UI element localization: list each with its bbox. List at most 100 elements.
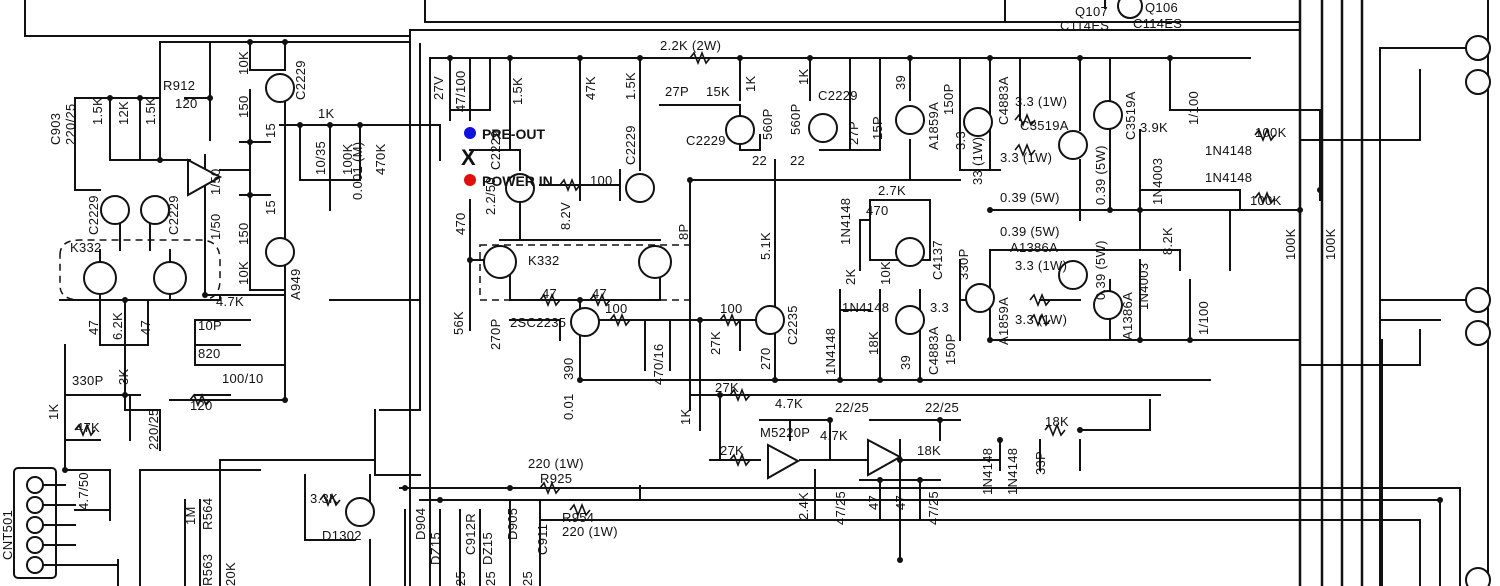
label-r-33-1w-e: 3.3 (1W) — [1015, 312, 1067, 327]
label-c-150: 1/50 — [208, 168, 223, 195]
label-r-1k-a: 1K — [318, 106, 335, 121]
power-in-dot — [464, 174, 476, 186]
label-c-330p: 330P — [72, 373, 104, 388]
label-r-18k-a: 18K — [866, 331, 881, 355]
label-r-33-1w-d: 3.3 (1W) — [1015, 258, 1067, 273]
label-c-001: 0.01 — [561, 393, 576, 420]
label-r-33-1w-b: 3.3 (1W) — [1000, 150, 1052, 165]
label-c-560p-b: 560P — [788, 103, 803, 135]
label-r-100k-a: 100K — [340, 143, 355, 175]
label-r-47k-a: 4.7K — [216, 294, 244, 309]
label-q-c4883a-b: C4883A — [926, 326, 941, 375]
label-r-47k-d: 4.7K — [775, 396, 803, 411]
label-r-15k-a: 1.5K — [90, 97, 105, 125]
label-r912-val: 120 — [175, 96, 198, 111]
label-r-470-b: 470 — [866, 203, 889, 218]
label-r-100k-c: 100K — [1250, 193, 1282, 208]
pre-out-dot — [464, 127, 476, 139]
label-r-15k-c: 1.5K — [510, 77, 525, 105]
label-c-330p-b: 330P — [956, 248, 971, 280]
label-r-56k: 56K — [451, 311, 466, 335]
label-d-1n4148-c: 1N4148 — [838, 198, 853, 245]
label-r564: R564 — [200, 498, 215, 530]
label-c-470-16: 470/16 — [651, 343, 666, 385]
label-r-100: 100 — [590, 173, 613, 188]
output-terminals — [1465, 35, 1491, 586]
label-r-47k-c: 47K — [583, 76, 598, 100]
label-r-100-b: 100 — [605, 301, 628, 316]
label-r-62k: 6.2K — [110, 312, 125, 340]
label-q-a1386a-a: A1386A — [1010, 240, 1058, 255]
label-r954-val: 220 (1W) — [562, 524, 618, 539]
label-r-51k: 5.1K — [758, 232, 773, 260]
label-r-15-a: 15 — [263, 123, 278, 138]
label-r-47k-b: 47K — [76, 420, 100, 435]
labels-top: Q107 C114ES Q106 C114ES — [1060, 0, 1182, 33]
label-r-15-b: 15 — [263, 200, 278, 215]
label-c-47-a: 47 — [866, 495, 881, 510]
label-r-27k-a: 2.7K — [878, 183, 906, 198]
power-in-label: POWER IN — [482, 173, 553, 189]
label-c-47-b: 47 — [893, 495, 908, 510]
label-r-18k-b: 18K — [917, 443, 941, 458]
label-c-15p: 15P — [870, 116, 885, 140]
label-r-39: 39 — [893, 75, 908, 90]
label-q-c2229-f: C2229 — [488, 130, 503, 170]
label-r-120: 120 — [190, 398, 213, 413]
label-r-33-b: 3.3 — [930, 300, 949, 315]
label-q-c2229-c: C2229 — [166, 195, 181, 235]
label-c-560p-a: 560P — [760, 108, 775, 140]
label-r-470: 470 — [453, 212, 468, 235]
label-z-82v: 8.2V — [558, 202, 573, 230]
label-c-22-25-b: 22/25 — [925, 400, 959, 415]
label-r-12k: 12K — [116, 101, 131, 125]
label-r-33-1w-c: 33 (1W) — [970, 137, 985, 185]
label-r-150-a: 150 — [236, 95, 251, 118]
label-r954: R954 — [562, 510, 594, 525]
label-r-1k-b: 1K — [46, 403, 61, 420]
fet-pair-outline-left — [59, 239, 221, 301]
label-q-c2229-g: C2229 — [623, 125, 638, 165]
label-r-039-5w-c: 0.39 (5W) — [1000, 224, 1060, 239]
label-q-a1859a-b: A1859A — [996, 297, 1011, 345]
label-c-27p-b: 27P — [846, 121, 861, 145]
label-r-270: 270 — [758, 347, 773, 370]
label-q-2sc2235: 2SC2235 — [510, 315, 566, 330]
label-r-2k: 2K — [843, 268, 858, 285]
label-r-27k-b: 27K — [708, 331, 723, 355]
label-r-100-c: 100 — [720, 301, 743, 316]
label-q-k332-a: K332 — [70, 240, 102, 255]
label-r-25b: 25 — [483, 571, 498, 586]
labels-left: C903 220/25 1.5K 12K 1.5K R912 120 10K 1… — [0, 51, 388, 560]
label-d-1n4148-a: 1N4148 — [1205, 143, 1252, 158]
label-c114es-b: C114ES — [1133, 16, 1182, 31]
label-q107: Q107 — [1075, 4, 1108, 19]
label-c-27v: 27V — [431, 76, 446, 100]
label-c-47-50: 4.7/50 — [76, 472, 91, 510]
label-c-1-100-b: 1/100 — [1196, 301, 1211, 335]
label-q-c4883a-a: C4883A — [996, 76, 1011, 125]
label-c-47-25-a: 47/25 — [833, 491, 848, 525]
label-d905: D905 — [505, 508, 520, 540]
label-d-1n4148-e: 1N4148 — [842, 300, 889, 315]
label-c-270p: 270P — [488, 318, 503, 350]
label-d-1n4148-d: 1N4148 — [823, 328, 838, 375]
label-r-47-b: 47 — [138, 320, 153, 335]
label-r-390: 390 — [561, 357, 576, 380]
label-r-15k-b: 1.5K — [143, 97, 158, 125]
label-q-c4137: C4137 — [930, 240, 945, 280]
label-c-33p: 33P — [1033, 451, 1048, 475]
label-r-47-a: 47 — [86, 320, 101, 335]
label-c-150p-a: 150P — [941, 83, 956, 115]
label-r-820: 820 — [198, 346, 221, 361]
label-c-8p: 8P — [676, 223, 691, 240]
label-c-27p-a: 27P — [665, 84, 689, 99]
label-q-c2229-b: C2229 — [86, 195, 101, 235]
label-q-d1302: D1302 — [322, 528, 362, 543]
label-c-22-25-a: 22/25 — [835, 400, 869, 415]
label-c-0001: 0.001 (M) — [350, 142, 365, 200]
label-r-33k: 3.3K — [310, 491, 338, 506]
label-d904: D904 — [413, 508, 428, 540]
label-c-10-35: 10/35 — [313, 141, 328, 175]
label-r-20k: 20K — [223, 562, 238, 586]
